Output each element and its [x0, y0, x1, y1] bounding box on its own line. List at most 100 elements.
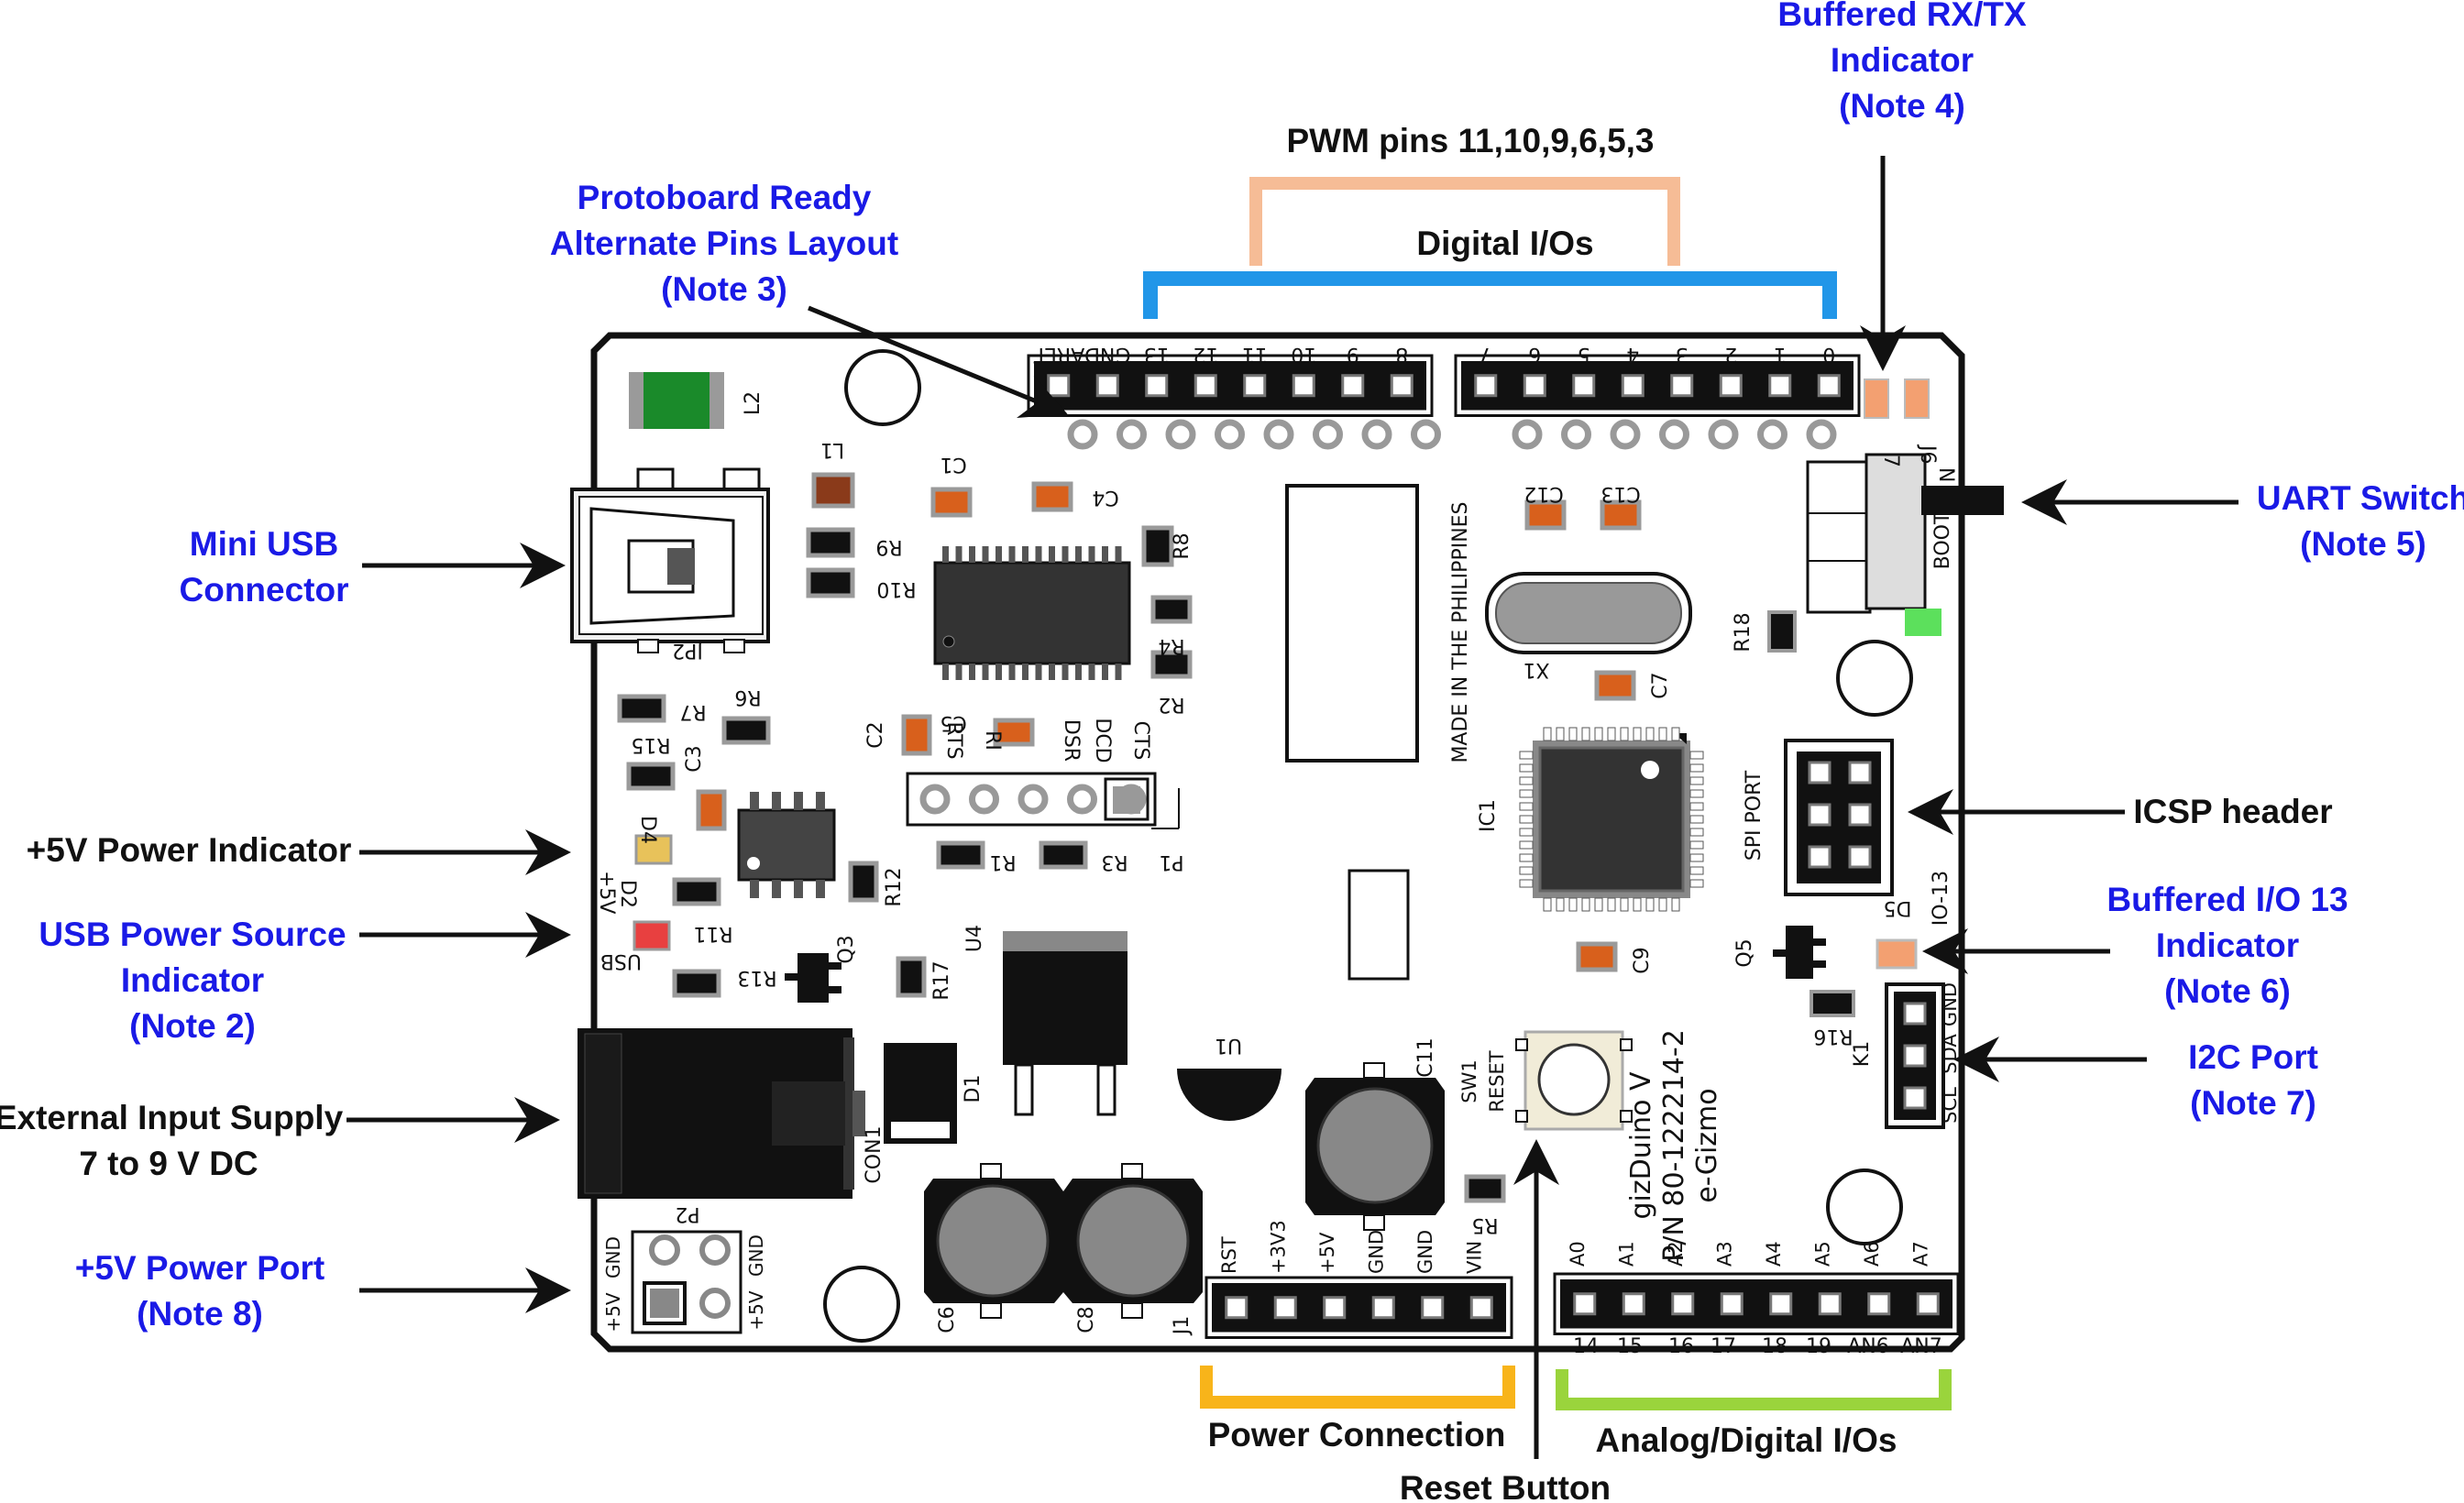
capacitor-c12: [1527, 502, 1564, 528]
ftdi-header: [908, 773, 1179, 828]
digital-pin-label: 8: [1395, 343, 1408, 366]
io13-led-d5: [1877, 940, 1916, 968]
callout-uart-1: UART Switch: [2257, 479, 2464, 517]
ref-L2: L2: [742, 391, 764, 415]
ref-C6: C6: [936, 1306, 959, 1333]
ref-C9: C9: [1631, 947, 1654, 973]
callout-pwm: PWM pins 11,10,9,6,5,3: [1286, 122, 1654, 159]
chip-pin: [1075, 664, 1082, 680]
analog-alt-label: 14: [1573, 1335, 1599, 1358]
ref-C1: C1: [940, 453, 966, 476]
ref-L1: L1: [820, 438, 844, 461]
callout-usb-source-3: (Note 2): [129, 1007, 256, 1045]
chip-pin: [956, 664, 962, 680]
chip-pin: [750, 792, 759, 810]
chip-pin: [794, 792, 803, 810]
callout-protoboard-2: Alternate Pins Layout: [550, 225, 898, 262]
digital-right-pin: [1819, 376, 1839, 396]
callout-external-supply-1: External Input Supply: [0, 1099, 344, 1136]
analog-pin-label: A5: [1812, 1241, 1834, 1267]
callout-power-port-2: (Note 8): [137, 1295, 263, 1333]
callout-analog: Analog/Digital I/Os: [1596, 1421, 1898, 1459]
chip-pin: [816, 880, 825, 898]
i2c-pin-label: SCL: [1939, 1087, 1961, 1124]
mcu-pin: [1690, 764, 1703, 772]
mounting-hole: [1838, 642, 1911, 715]
chip-pin: [942, 546, 949, 563]
chip-pin: [1075, 546, 1082, 563]
icsp-pin: [1850, 847, 1870, 867]
analog-pin: [1673, 1294, 1693, 1314]
callout-digital: Digital I/Os: [1416, 225, 1593, 262]
capacitor-c4: [1034, 484, 1071, 510]
power-pin: [1373, 1298, 1393, 1318]
chip-pin: [1116, 546, 1122, 563]
protoboard-pad: [1663, 422, 1687, 446]
mcu-pin: [1556, 728, 1564, 741]
mcu-pin: [1582, 728, 1590, 741]
protoboard-pad: [1218, 422, 1242, 446]
digital-pin-label: 1: [1774, 343, 1787, 366]
i2c-pins: [1905, 1004, 1925, 1108]
ref-R16: R16: [1813, 1025, 1853, 1048]
mcu-pin: [1690, 828, 1703, 836]
p2-right-gnd: GND: [745, 1234, 767, 1277]
callout-i2c-1: I2C Port: [2188, 1038, 2318, 1076]
chip-pin: [1009, 664, 1016, 680]
chip-pin: [1062, 546, 1069, 563]
ref-R11: R11: [693, 922, 732, 945]
ref-U1: U1: [1215, 1034, 1242, 1057]
callout-reset: Reset Button: [1400, 1469, 1611, 1503]
chip-pin: [1036, 546, 1042, 563]
callout-power-connection: Power Connection: [1208, 1416, 1506, 1454]
resistor-r17: [898, 959, 924, 995]
power-pin-label: VIN: [1464, 1241, 1486, 1274]
mcu-pin: [1608, 898, 1615, 911]
power-pin: [1423, 1298, 1443, 1318]
reset-button[interactable]: [1516, 1032, 1632, 1129]
protoboard-pad: [1316, 422, 1340, 446]
ref-P2: P2: [675, 1202, 699, 1225]
analog-pin-label: A7: [1910, 1241, 1932, 1267]
ref-R10: R10: [876, 577, 916, 600]
mcu-pin: [1672, 728, 1679, 741]
p2-left-gnd: GND: [602, 1236, 624, 1278]
callout-uart-2: (Note 5): [2300, 525, 2426, 563]
chip-pin: [750, 880, 759, 898]
ref-D2: D2: [616, 880, 639, 908]
mcu-pin: [1659, 898, 1666, 911]
mounting-hole: [1828, 1170, 1901, 1244]
analog-pin: [1869, 1294, 1889, 1314]
mcu-pin: [1690, 816, 1703, 823]
digital-left-pin: [1049, 376, 1069, 396]
chip-pin: [956, 546, 962, 563]
protoboard-pad: [1120, 422, 1144, 446]
digital-left-pin: [1097, 376, 1117, 396]
mcu-pin: [1520, 752, 1533, 759]
mcu-pin: [1690, 867, 1703, 874]
analog-pin: [1575, 1294, 1595, 1314]
resistor-r7: [620, 697, 664, 720]
analog-header: [1555, 1274, 1958, 1334]
resistor-r4: [1153, 598, 1190, 621]
ref-SW1: SW1: [1458, 1059, 1480, 1103]
lbl-spi-port: SPI PORT: [1743, 770, 1766, 861]
chip-pin: [794, 880, 803, 898]
resistor-r18: [1769, 612, 1795, 651]
ref-R1: R1: [989, 850, 1016, 873]
uart-switch[interactable]: [1808, 455, 2004, 636]
chip-pin: [772, 880, 781, 898]
chip-pin: [1062, 664, 1069, 680]
mcu-pin: [1690, 841, 1703, 849]
digital-io-bracket: [1150, 279, 1830, 319]
icsp-pin: [1810, 805, 1830, 825]
mcu-pin: [1569, 728, 1577, 741]
ref-Q5: Q5: [1733, 938, 1756, 967]
power-connection-bracket: [1206, 1366, 1509, 1402]
brand-part-number: P/N 80-122214-2: [1658, 1029, 1690, 1262]
analog-pin-label: A1: [1616, 1241, 1638, 1267]
digital-pin-label: 9: [1347, 343, 1359, 366]
ref-R3: R3: [1101, 850, 1128, 873]
chip-pin: [1049, 664, 1055, 680]
